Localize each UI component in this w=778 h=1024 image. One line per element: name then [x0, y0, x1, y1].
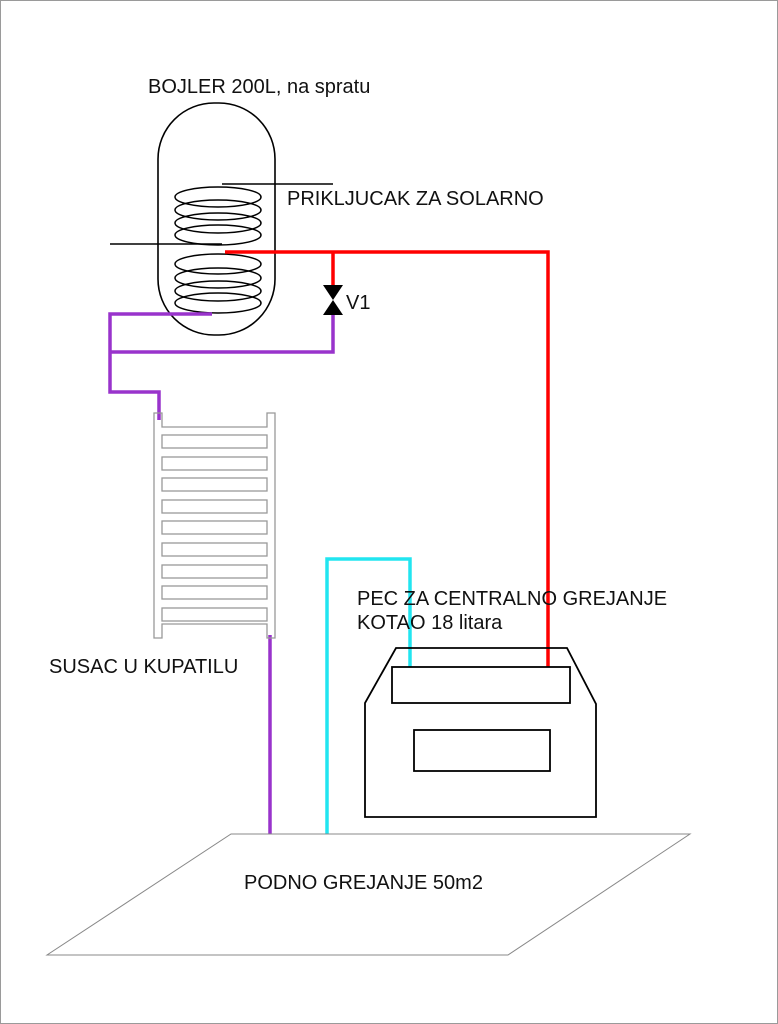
radiator-label: SUSAC U KUPATILU: [49, 656, 239, 678]
solar-connection-label: PRIKLJUCAK ZA SOLARNO: [287, 188, 544, 210]
furnace-capacity-label: KOTAO 18 litara: [357, 612, 503, 634]
valve-label: V1: [346, 292, 371, 314]
valve-icon[interactable]: [323, 285, 343, 315]
towel-radiator: [153, 412, 276, 639]
furnace-label: PEC ZA CENTRALNO GREJANJE: [357, 588, 668, 610]
heating-coil: [174, 253, 262, 314]
floor-heating-plane: [45, 833, 692, 956]
floor-heating-label: PODNO GREJANJE 50m2: [244, 872, 483, 894]
boiler-tank: [157, 102, 276, 336]
furnace: [364, 647, 597, 818]
return-pipes: [108, 312, 335, 834]
boiler-label: BOJLER 200L, na spratu: [148, 76, 371, 98]
floor-heating-pipe: [325, 557, 412, 834]
solar-coil: [174, 186, 262, 246]
